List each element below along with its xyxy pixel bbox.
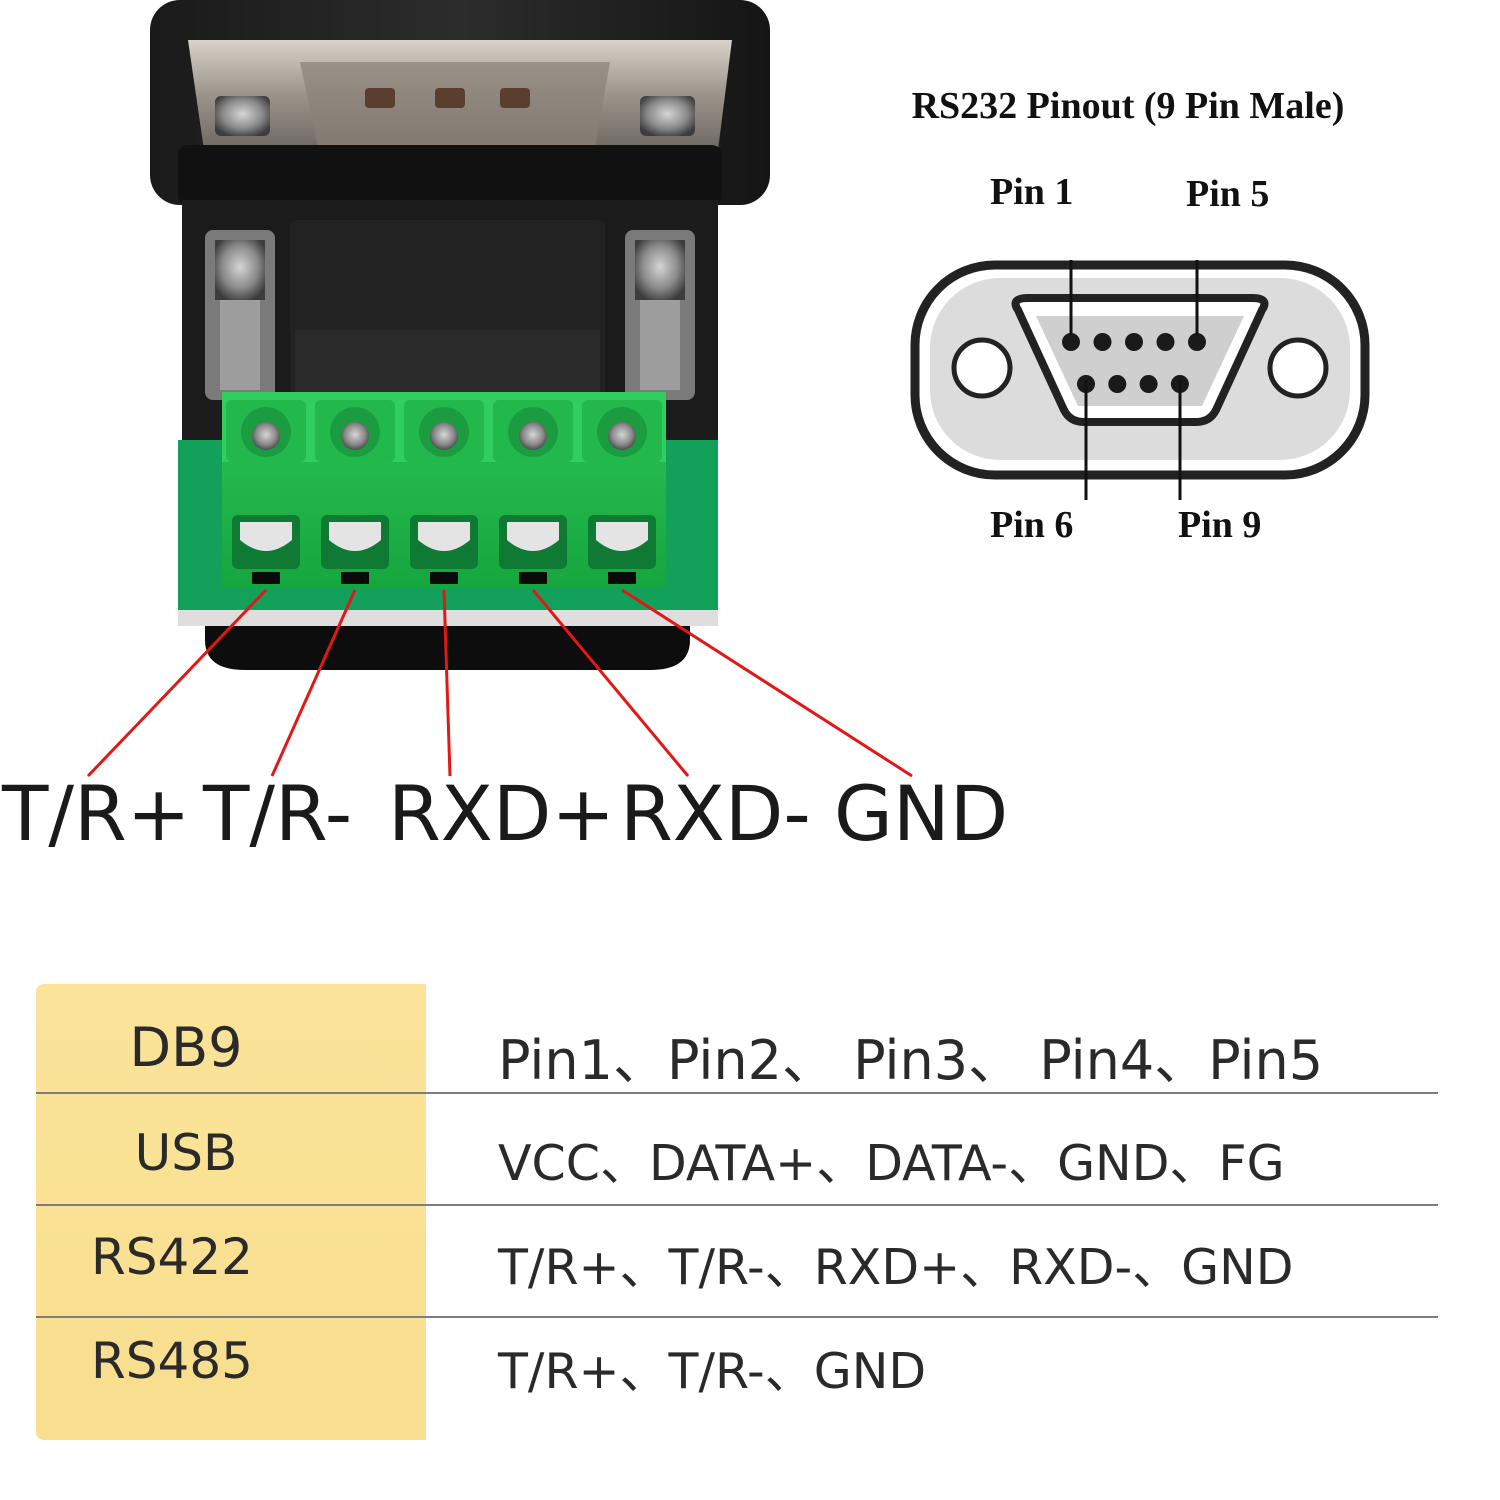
leader-line — [442, 589, 452, 777]
table-label-column — [36, 984, 426, 1440]
leader-line — [86, 588, 268, 778]
table-row: RS422 T/R+、T/R-、RXD+、RXD-、GND — [36, 1208, 1438, 1318]
leader-line — [621, 588, 913, 778]
leader-line — [531, 589, 690, 777]
table-row: RS485 T/R+、T/R-、GND — [36, 1318, 1438, 1428]
pin-9-label: Pin 9 — [1178, 504, 1262, 546]
pin-6-label: Pin 6 — [990, 504, 1074, 546]
row-name-rs485: RS485 — [91, 1332, 253, 1390]
table-row: DB9 Pin1、Pin2、 Pin3、 Pin4、Pin5 — [36, 984, 1438, 1094]
terminal-screw — [315, 400, 395, 462]
row-divider — [36, 1204, 1438, 1206]
mount-hole-left — [951, 337, 1013, 399]
row-value-rs422: T/R+、T/R-、RXD+、RXD-、GND — [498, 1239, 1294, 1296]
row-value-db9: Pin1、Pin2、 Pin3、 Pin4、Pin5 — [498, 1029, 1324, 1092]
pin-1-label: Pin 1 — [990, 171, 1074, 213]
wire-clamp — [499, 515, 567, 584]
db9-pin — [1156, 333, 1175, 351]
terminal-label-rxd-plus: RXD+ — [388, 769, 616, 858]
terminal-label-tr-minus: T/R- — [203, 769, 353, 858]
terminal-screw — [226, 400, 306, 462]
pinout-title: RS232 Pinout (9 Pin Male) — [911, 85, 1345, 127]
leader-line — [270, 589, 357, 777]
mount-hole-right — [1267, 337, 1329, 399]
terminal-screw — [493, 400, 573, 462]
row-divider — [36, 1092, 1438, 1094]
db9-pin — [1093, 333, 1112, 351]
table-row: USB VCC、DATA+、DATA-、GND、FG — [36, 1096, 1438, 1206]
standoff-screw-right — [625, 230, 695, 400]
db9-pin — [1108, 375, 1127, 393]
hex-screw — [215, 96, 270, 136]
hex-screw — [640, 96, 695, 136]
row-value-usb: VCC、DATA+、DATA-、GND、FG — [498, 1135, 1285, 1192]
wire-clamp — [588, 515, 656, 584]
pin-5-label: Pin 5 — [1186, 173, 1270, 215]
db9-pin — [1139, 375, 1158, 393]
row-name-db9: DB9 — [129, 1016, 243, 1079]
row-divider — [36, 1316, 1438, 1318]
terminal-label-rxd-minus: RXD- — [620, 769, 811, 858]
db9-connector-diagram — [910, 260, 1370, 500]
terminal-label-tr-plus: T/R+ — [2, 769, 191, 858]
terminal-screw — [582, 400, 662, 462]
terminal-screw — [404, 400, 484, 462]
wire-clamp — [232, 515, 300, 584]
db9-pin — [1125, 333, 1143, 351]
db9-pin — [1188, 333, 1206, 351]
row-name-usb: USB — [134, 1124, 238, 1182]
wire-clamp — [410, 515, 478, 584]
standoff-screw-left — [205, 230, 275, 400]
row-value-rs485: T/R+、T/R-、GND — [498, 1343, 927, 1400]
row-name-rs422: RS422 — [91, 1228, 253, 1286]
terminal-label-gnd: GND — [834, 769, 1009, 858]
db9-pin — [1062, 333, 1080, 351]
pin-mapping-table: DB9 Pin1、Pin2、 Pin3、 Pin4、Pin5 USB VCC、D… — [36, 984, 1438, 1440]
adapter-photo — [86, 0, 913, 778]
wire-clamp — [321, 515, 389, 584]
